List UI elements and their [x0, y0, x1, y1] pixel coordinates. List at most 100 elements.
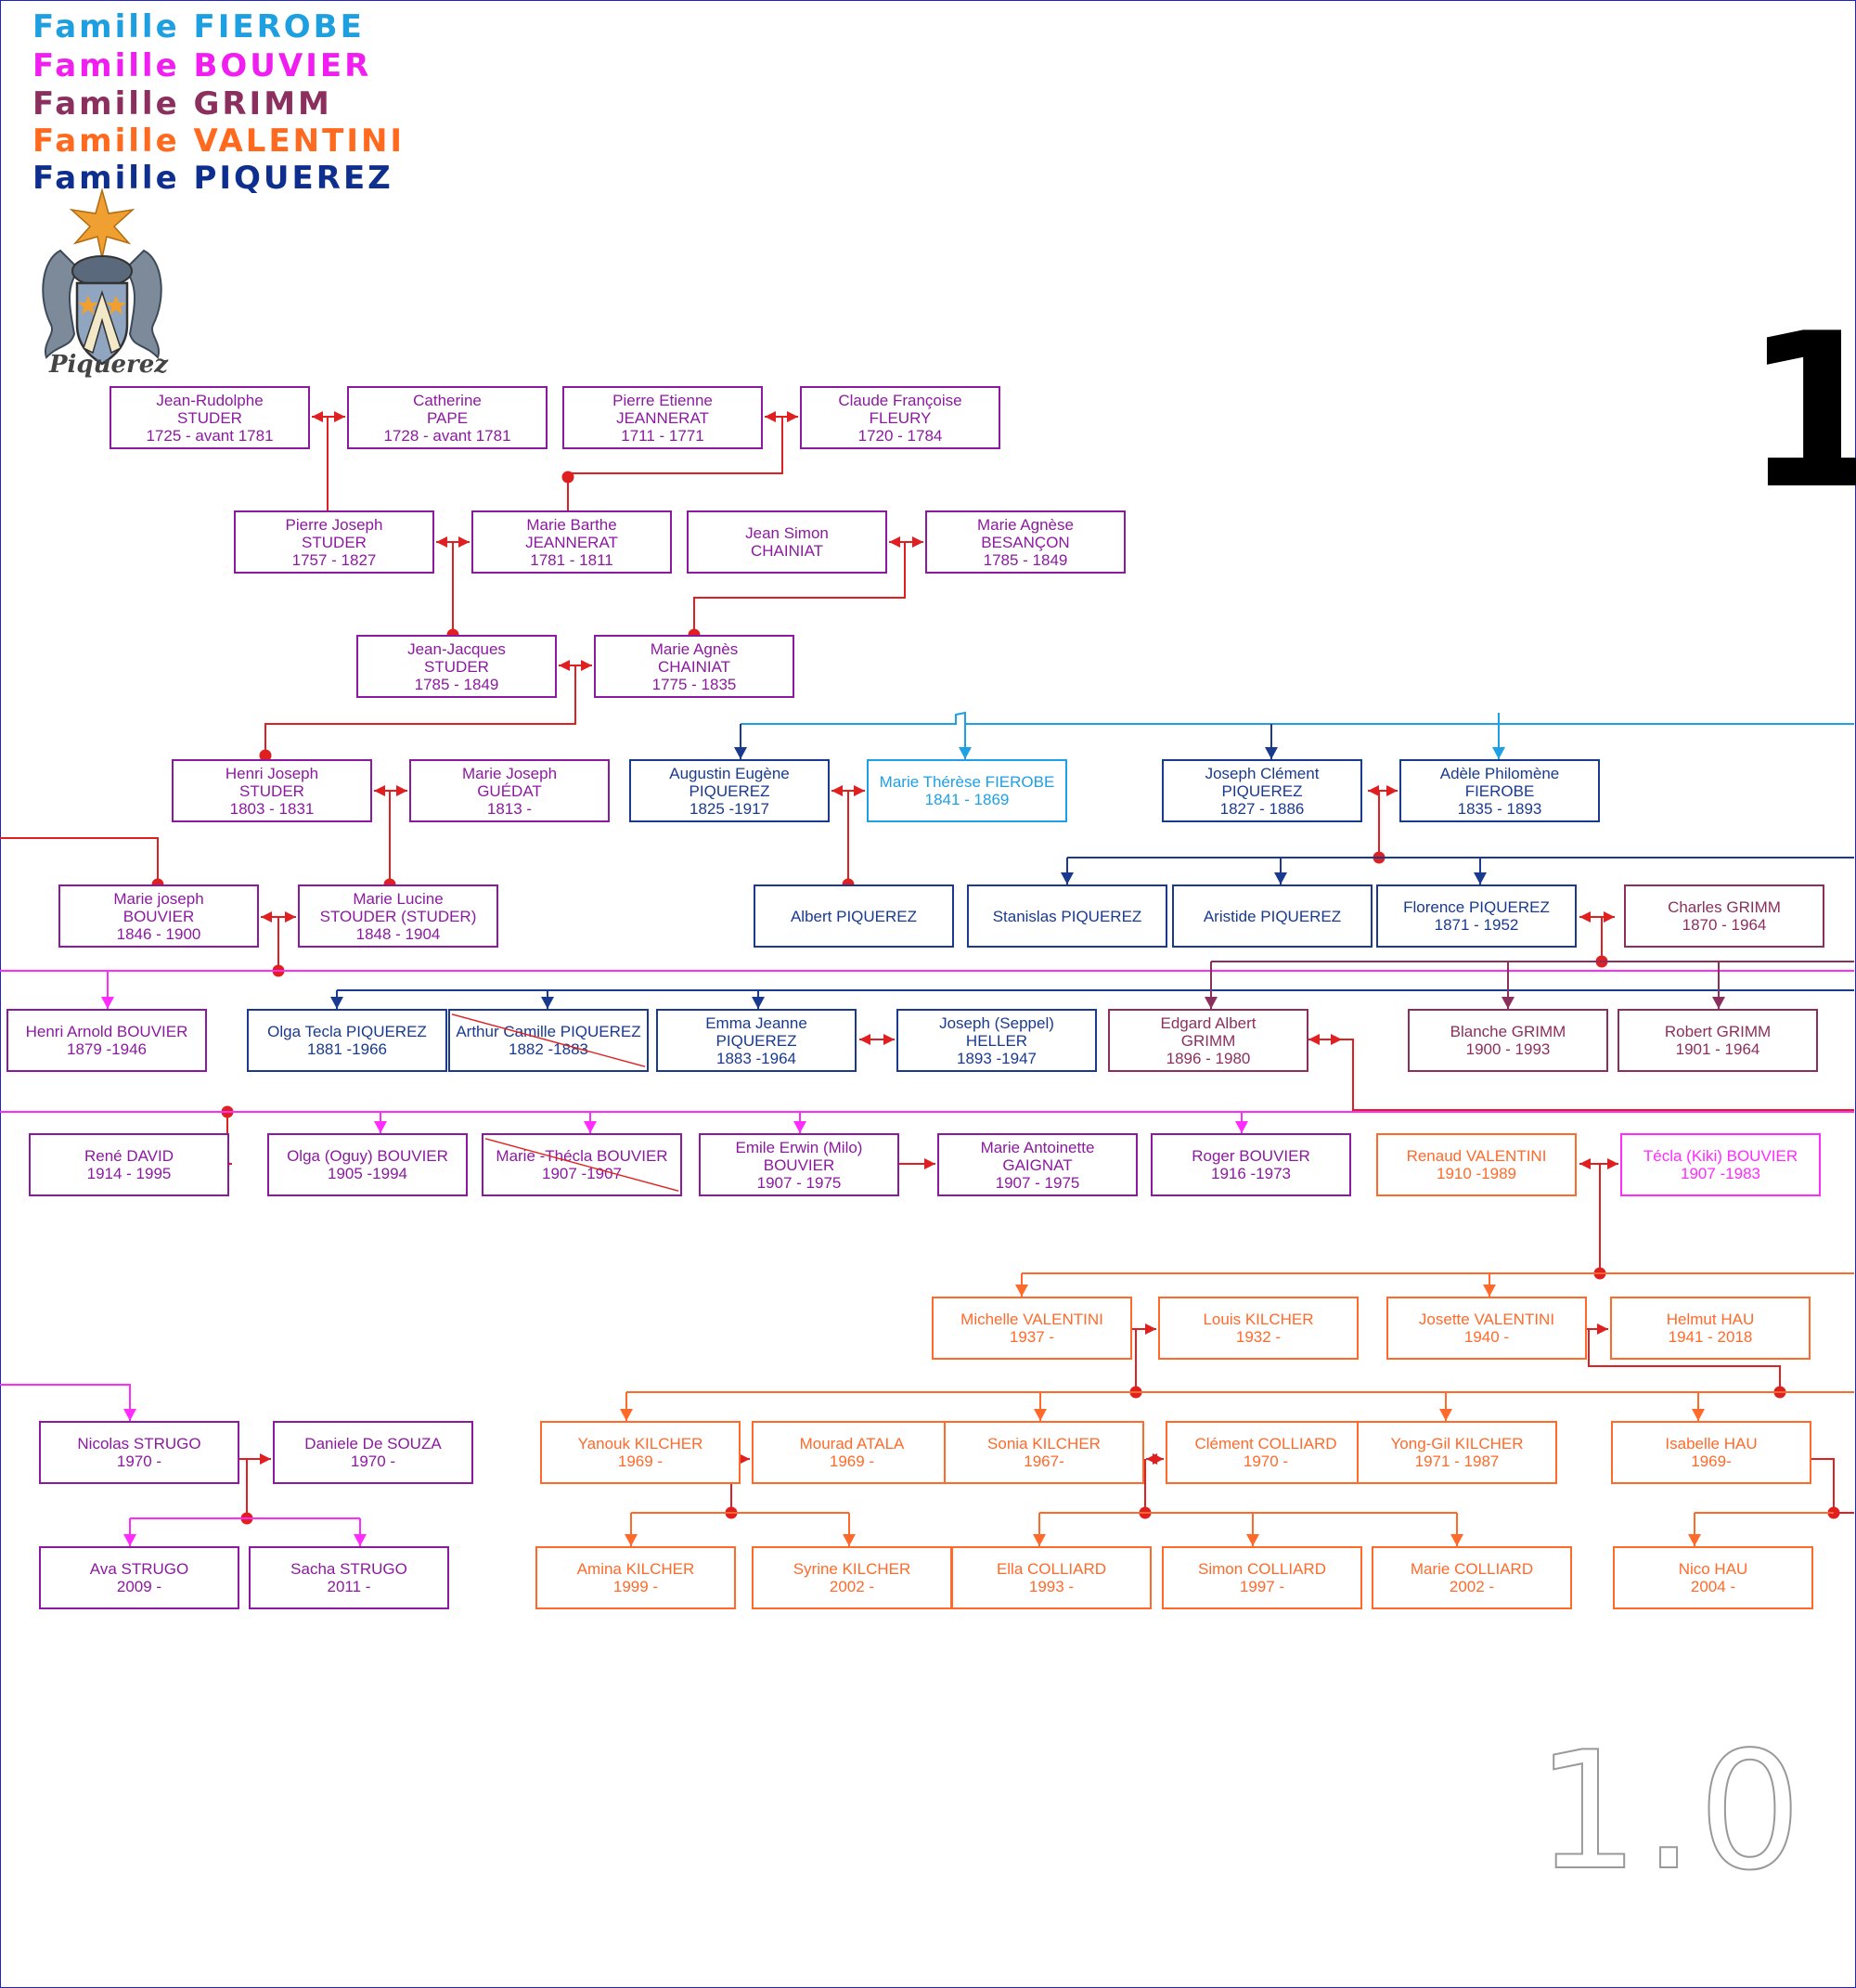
person-line2: 1969- [1691, 1452, 1732, 1470]
person-line2: 1905 -1994 [327, 1165, 408, 1182]
person-line2: JEANNERAT [616, 408, 709, 427]
person-name: Josette VALENTINI [1418, 1310, 1555, 1328]
person-name: Augustin Eugène [669, 764, 790, 782]
arrow-down-icon [1015, 1284, 1028, 1297]
person-box[interactable]: Stanislas PIQUEREZ [967, 884, 1167, 948]
person-name: Olga Tecla PIQUEREZ [267, 1023, 427, 1040]
crest-caption: Piquerez [49, 351, 169, 379]
person-name: Olga (Oguy) BOUVIER [287, 1147, 448, 1165]
marriage-arrow-icon [312, 411, 323, 422]
person-line2: BOUVIER [122, 907, 195, 925]
person-name: Marie Agnèse [977, 515, 1074, 534]
arrow-down-icon [734, 747, 747, 759]
person-name: Nicolas STRUGO [77, 1435, 201, 1452]
person-line2: PIQUEREZ [715, 1031, 797, 1050]
arrow-down-icon [584, 1121, 597, 1133]
person-name: Daniele De SOUZA [304, 1435, 442, 1452]
deceased-strike [484, 1138, 679, 1192]
connector-line [264, 665, 576, 759]
person-name: Roger BOUVIER [1192, 1147, 1310, 1165]
arrow-down-icon [1235, 1121, 1248, 1133]
marriage-arrow-icon [261, 911, 272, 923]
person-name: Pierre Joseph [285, 515, 383, 534]
marriage-arrow-icon [889, 536, 900, 548]
legend-piquerez: Famille PIQUEREZ [32, 160, 393, 197]
marriage-arrow-icon [1604, 911, 1615, 923]
person-name: Catherine [413, 391, 482, 409]
person-line2: 1970 - [1243, 1452, 1289, 1470]
person-name: Stanislas PIQUEREZ [992, 907, 1142, 925]
person-name: Joseph (Seppel) [939, 1013, 1054, 1032]
link-dot [561, 471, 574, 484]
person-name: Clément COLLIARD [1194, 1435, 1337, 1452]
person-line2: 1940 - [1463, 1328, 1510, 1346]
person-line2: JEANNERAT [525, 533, 618, 551]
arrow-down-icon [1450, 1534, 1463, 1546]
person-line2: 1900 - 1993 [1465, 1040, 1551, 1058]
person-name: Robert GRIMM [1664, 1023, 1772, 1040]
person-box[interactable]: Aristide PIQUEREZ [1172, 884, 1373, 948]
person-box[interactable]: Albert PIQUEREZ [754, 884, 954, 948]
connector-line [0, 837, 159, 884]
arrow-down-icon [1439, 1409, 1452, 1421]
person-name: Joseph Clément [1205, 764, 1320, 782]
marriage-arrow-icon [859, 1034, 870, 1045]
